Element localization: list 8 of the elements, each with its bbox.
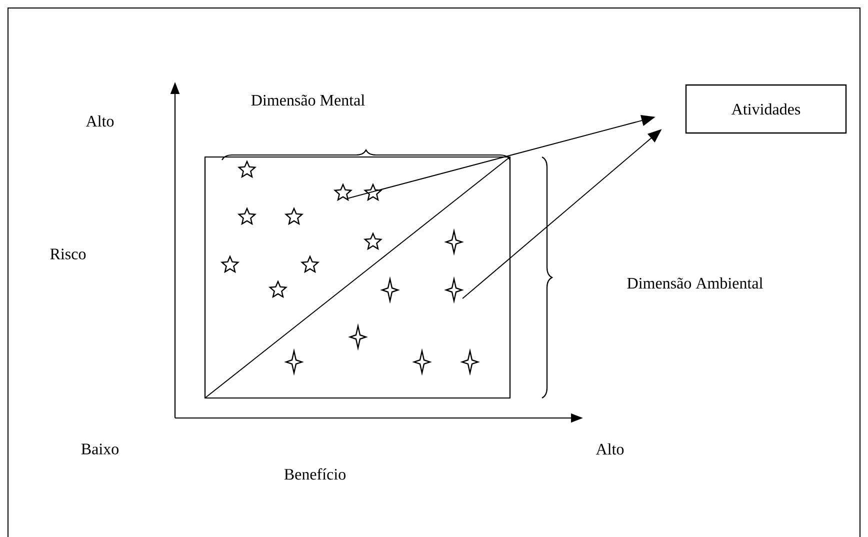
axis-label: Dimensão Ambiental [627, 277, 763, 289]
label-box: Atividades [685, 84, 847, 134]
axis-label: Baixo [81, 444, 118, 454]
axis-label: Risco [50, 248, 86, 260]
axis-label: Dimensão Mental [251, 94, 365, 106]
axis-label: Benefício [284, 468, 346, 480]
axis-label: Alto [86, 115, 114, 127]
axis-label: Alto [596, 443, 624, 455]
